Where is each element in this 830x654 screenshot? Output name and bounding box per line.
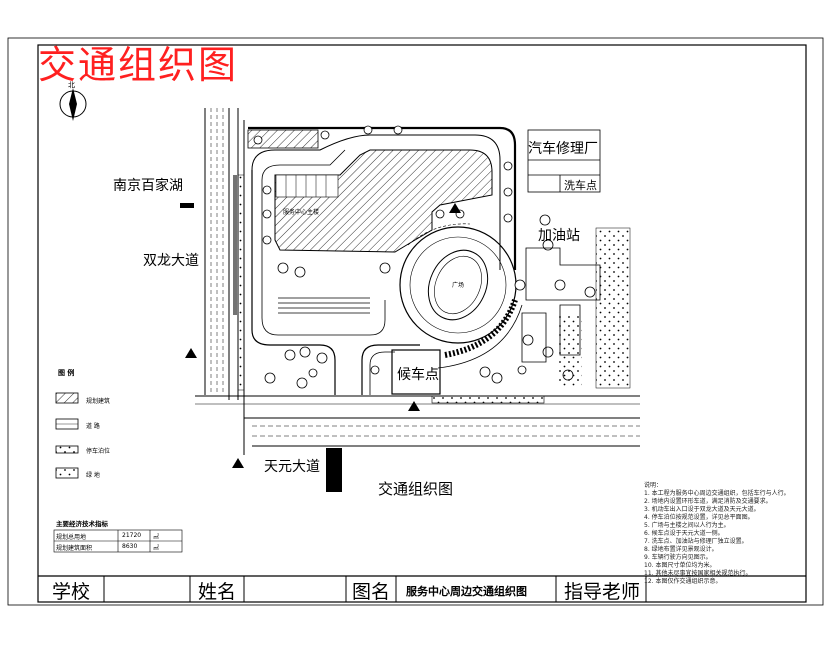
- school-label: 学校: [52, 581, 91, 603]
- label-gas-station: 加油站: [538, 228, 580, 244]
- note-line: 1. 本工程为服务中心周边交通组织，包括车行与人行。: [644, 490, 790, 497]
- drawing-name: 服务中心周边交通组织图: [406, 585, 527, 598]
- vertical-road: [204, 108, 245, 455]
- legend-building: 规划建筑: [86, 398, 111, 405]
- notes-block: 说明： 1. 本工程为服务中心周边交通组织，包括车行与人行。 2. 场地内设置环…: [644, 482, 790, 586]
- plaza-label: 广场: [452, 282, 465, 289]
- north-arrow: [59, 88, 87, 121]
- note-line: 2. 场地内设置环形车道，满足消防及交通要求。: [644, 498, 772, 505]
- stats-title: 主要经济技术指标: [56, 520, 108, 528]
- label-car-wash: 洗车点: [564, 179, 597, 192]
- note-line: 11. 其他未尽事宜按国家相关规范执行。: [644, 570, 752, 577]
- stats-table-lines: [53, 529, 183, 553]
- parking-strip: [278, 297, 370, 314]
- note-line: 3. 机动车出入口设于双龙大道及天元大道。: [644, 506, 760, 513]
- label-car-repair: 汽车修理厂: [528, 141, 598, 157]
- note-line: 9. 车辆行驶方向见图示。: [644, 554, 712, 561]
- small-building: [247, 129, 319, 149]
- stats-value-1: 21720: [122, 532, 142, 539]
- legend-title: 图 例: [58, 369, 75, 377]
- road-label-shuanglong: 双龙大道: [143, 253, 199, 269]
- road-label-tianyuan: 天元大道: [264, 459, 320, 475]
- label-waiting-point: 候车点: [397, 367, 439, 383]
- legend-green: 绿 地: [86, 472, 100, 479]
- road-label-nanjing: 南京百家湖: [113, 178, 183, 194]
- drawing-name-label: 图名: [352, 581, 391, 603]
- waiting-point-box: [391, 349, 441, 395]
- legend-swatches: [55, 392, 79, 479]
- stats-unit-2: ㎡: [153, 545, 160, 552]
- green-area-right-2: [558, 316, 582, 386]
- trees: [253, 125, 596, 389]
- advisor-label: 指导老师: [564, 581, 641, 603]
- site-roads: [248, 126, 517, 395]
- note-line: 10. 本图尺寸单位均为米。: [644, 562, 716, 569]
- outer-frame: [7, 37, 824, 606]
- north-label: 北: [68, 81, 75, 89]
- title-block-lines: [38, 575, 806, 602]
- note-line: 12. 本图仅作交通组织示意。: [644, 578, 722, 585]
- stats-value-2: 8630: [122, 543, 138, 550]
- horizontal-road: [180, 203, 640, 492]
- building-name: 服务中心主楼: [283, 209, 320, 216]
- green-area-right: [595, 227, 631, 389]
- page-title: 交通组织图: [38, 43, 239, 87]
- note-line: 说明：: [644, 482, 663, 489]
- note-line: 4. 停车泊位按规范设置，详见总平面图。: [644, 514, 754, 521]
- curved-parking: [444, 298, 518, 358]
- legend-road: 道 路: [86, 423, 100, 430]
- note-line: 6. 候车点设于天元大道一侧。: [644, 530, 724, 537]
- stats-label-1: 规划总用地: [56, 534, 87, 541]
- stats-unit-1: ㎡: [153, 534, 160, 541]
- drawing-caption: 交通组织图: [378, 480, 454, 498]
- name-label: 姓名: [198, 581, 237, 603]
- note-line: 8. 绿地布置详见景观设计。: [644, 546, 718, 553]
- stats-label-2: 规划建筑面积: [56, 545, 93, 552]
- triangle-markers: [185, 203, 461, 468]
- note-line: 7. 洗车点、加油站与修理厂独立设置。: [644, 538, 748, 545]
- legend-parking: 停车泊位: [86, 448, 111, 455]
- inner-frame: [37, 44, 807, 603]
- note-line: 5. 广场与主楼之间以人行为主。: [644, 522, 730, 529]
